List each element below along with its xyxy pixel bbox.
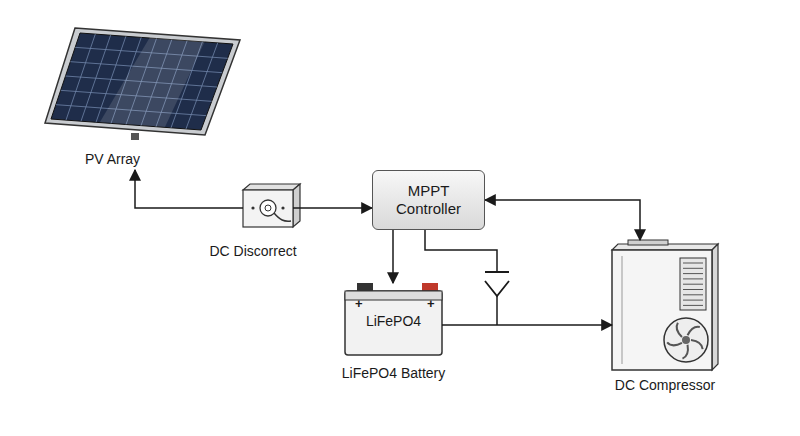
pv-panel-part (131, 133, 139, 140)
compressor-unit (612, 240, 718, 370)
capacitor-branch-part (425, 230, 497, 272)
wire-connector (442, 324, 612, 326)
wire-connector (392, 230, 394, 283)
pv-panel (45, 28, 240, 140)
node-label: PV Array (40, 151, 185, 168)
grille-slats-part (683, 289, 703, 290)
disconnect-switch-part (281, 206, 284, 209)
pv-panel-part (45, 28, 240, 135)
compressor-unit-part (622, 256, 623, 364)
node-caption: LiFePO4 Battery (315, 365, 472, 382)
grille-slats-part (683, 294, 703, 295)
disconnect-switch-part (243, 190, 293, 227)
grille-slats-part (683, 284, 703, 285)
node-label: DC Discorrect (188, 243, 318, 260)
disconnect-box: DC Discorrect (243, 185, 293, 227)
pv-cell-grid (56, 34, 228, 129)
disconnect-switch (243, 184, 300, 227)
grille-slats-part (683, 300, 703, 301)
node-label: DC Compressor (587, 377, 743, 394)
fan-blades-part (682, 345, 687, 359)
battery-symbol-part (345, 291, 442, 355)
fan-blades-part (688, 327, 700, 336)
compressor-unit-part (628, 240, 668, 245)
disconnect-switch-part (243, 184, 300, 190)
battery-symbol-part (357, 283, 373, 291)
disconnect-switch-part (265, 205, 271, 211)
wire-connector (135, 170, 243, 208)
pv-array: PV Array (40, 25, 245, 170)
fan-blades-part (677, 323, 682, 337)
compressor-box: DC Compressor (612, 240, 718, 370)
terminal-sign: + (355, 297, 363, 310)
grille-slats-part (683, 273, 703, 274)
compressor-unit-part (664, 318, 708, 362)
grille-slats (683, 263, 703, 305)
compressor-unit-part (612, 250, 712, 370)
connectors (135, 170, 640, 325)
compressor-unit-part (712, 244, 718, 370)
wire-connector (293, 207, 372, 209)
battery-symbol-part (422, 283, 438, 291)
terminal-sign: + (427, 297, 435, 310)
pv-panel-part (100, 37, 205, 127)
node-label: MPPT Controller (381, 182, 476, 218)
compressor-unit-part (682, 336, 690, 344)
controller-box: MPPT Controller (372, 170, 485, 230)
node-label: LiFePO4 (345, 313, 442, 330)
capacitor-branch (425, 230, 509, 325)
fan-blades-part (691, 340, 703, 349)
capacitor-branch-part (485, 281, 509, 296)
capacitor-branch-part (485, 271, 509, 273)
fan-blades (667, 323, 703, 359)
grille-slats-part (683, 263, 703, 264)
wire-connector (485, 200, 640, 240)
grille-slats-part (683, 268, 703, 269)
disconnect-switch-part (293, 184, 300, 227)
battery-box: LiFePO4LiFePO4 Battery (345, 283, 442, 355)
grille-slats-part (683, 305, 703, 306)
grille-slats-part (683, 278, 703, 279)
disconnect-switch-part (274, 213, 291, 221)
compressor-unit-part (680, 258, 706, 310)
pv-panel-part (51, 33, 233, 130)
fan-blades-part (667, 342, 682, 345)
disconnect-switch-part (251, 206, 254, 209)
capacitor-branch-part (496, 296, 498, 325)
battery-symbol (345, 283, 442, 355)
